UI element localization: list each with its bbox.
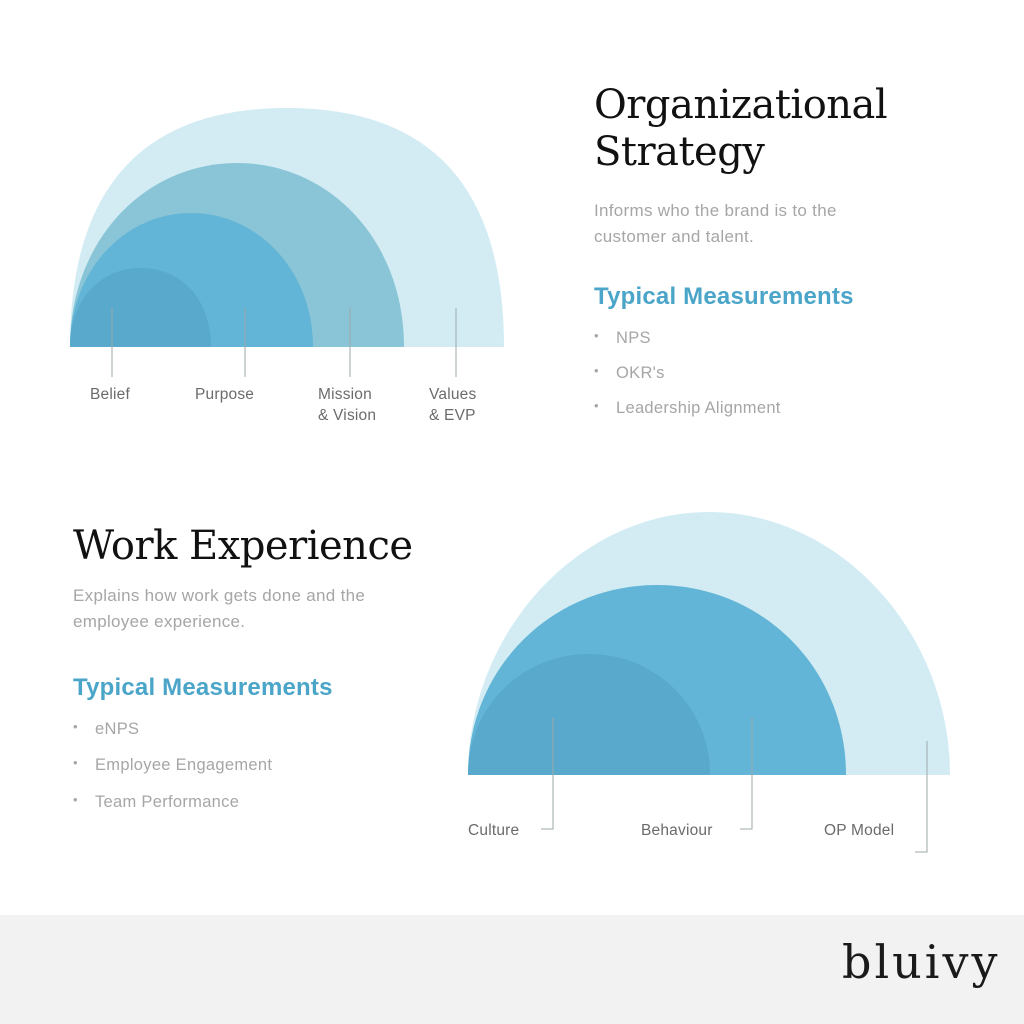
values-evp-label: Values & EVP [429,386,477,424]
belief-arc [70,268,211,347]
list-item: Employee Engagement [73,755,433,793]
work-experience-measurements-title: Typical Measurements [73,674,333,701]
list-item: Leadership Alignment [594,398,994,434]
org-strategy-title-line1: Organizational [594,82,888,128]
mission-vision-label: Mission & Vision [318,386,377,424]
op-model-label: OP Model [824,822,895,839]
org-strategy-description: Informs who the brand is to the customer… [594,201,837,246]
org-strategy-title-line2: Strategy [594,129,765,175]
work-experience-description: Explains how work gets done and the empl… [73,586,366,631]
behaviour-label: Behaviour [641,822,713,839]
list-item: NPS [594,328,994,364]
work-experience-text: Work Experience Explains how work gets d… [73,523,433,829]
org-strategy-text: Organizational Strategy Informs who the … [594,82,994,434]
org-strategy-title: Organizational Strategy [594,82,994,176]
org-strategy-measurements-title: Typical Measurements [594,283,854,310]
org-strategy-measurements-list: NPS OKR's Leadership Alignment [594,328,994,434]
op-model-leader-line [915,741,928,853]
brand-logo: bluivy [842,935,1001,989]
list-item: Team Performance [73,792,433,829]
list-item: eNPS [73,719,433,756]
culture-arc [468,654,710,775]
belief-label: Belief [90,386,130,403]
list-item: OKR's [594,363,994,399]
culture-label: Culture [468,822,520,839]
work-experience-title: Work Experience [73,523,413,569]
footer-bar [0,915,1024,1024]
work-experience-measurements-list: eNPS Employee Engagement Team Performanc… [73,719,433,829]
purpose-label: Purpose [195,386,255,403]
culture-leader-line [541,718,554,830]
behaviour-leader-line [740,718,753,830]
